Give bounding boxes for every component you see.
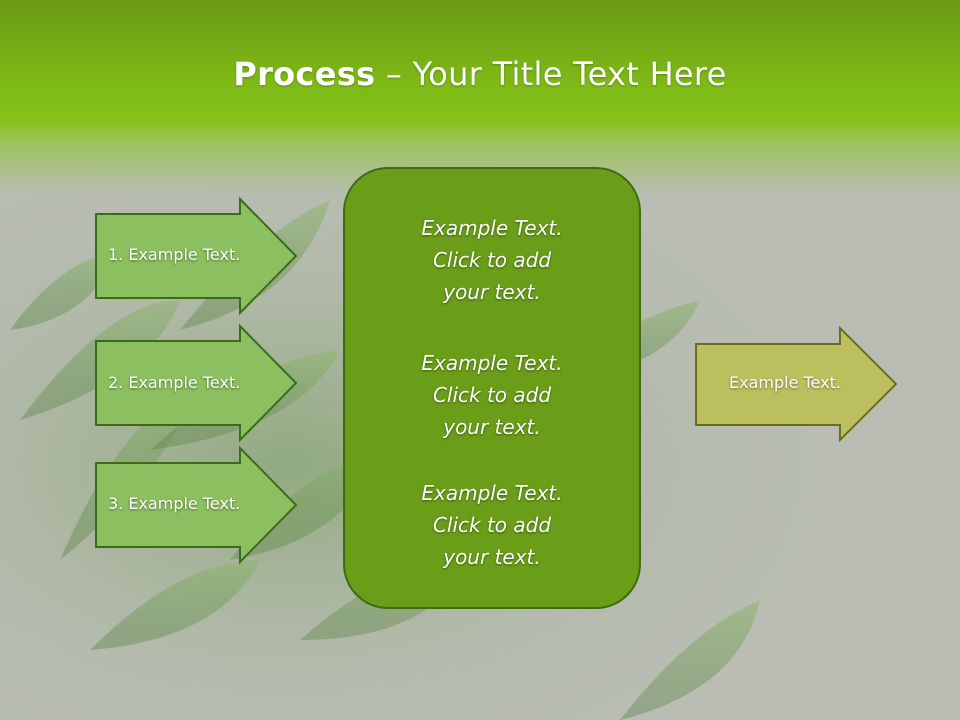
left-arrow-2-label: 2. Example Text. [108,373,241,392]
left-arrow-3-label: 3. Example Text. [108,494,241,513]
title-bold: Process [233,55,376,93]
left-arrow-1-label: 1. Example Text. [108,245,241,264]
center-block-2-line-1: Example Text. [421,351,563,375]
right-arrow-label: Example Text. [729,373,841,392]
left-arrow-1[interactable] [95,196,298,316]
center-text-block-2: Example Text. Click to add your text. [372,347,612,443]
center-block-1-line-2: Click to add [432,248,552,272]
right-arrow[interactable] [695,325,898,443]
center-block-1-line-1: Example Text. [421,216,563,240]
center-text-block-1: Example Text. Click to add your text. [372,212,612,308]
center-block-2-line-3: your text. [443,415,541,439]
title-rest: – Your Title Text Here [375,55,727,93]
center-block-3-line-1: Example Text. [421,481,563,505]
center-box[interactable] [343,167,641,609]
center-block-3-line-2: Click to add [432,513,552,537]
center-block-1-line-3: your text. [443,280,541,304]
title-band [0,0,960,195]
center-block-2-line-2: Click to add [432,383,552,407]
left-arrow-3[interactable] [95,445,298,565]
center-text-block-3: Example Text. Click to add your text. [372,477,612,573]
center-block-3-line-3: your text. [443,545,541,569]
slide-title[interactable]: Process – Your Title Text Here [0,52,960,96]
left-arrow-2[interactable] [95,323,298,443]
